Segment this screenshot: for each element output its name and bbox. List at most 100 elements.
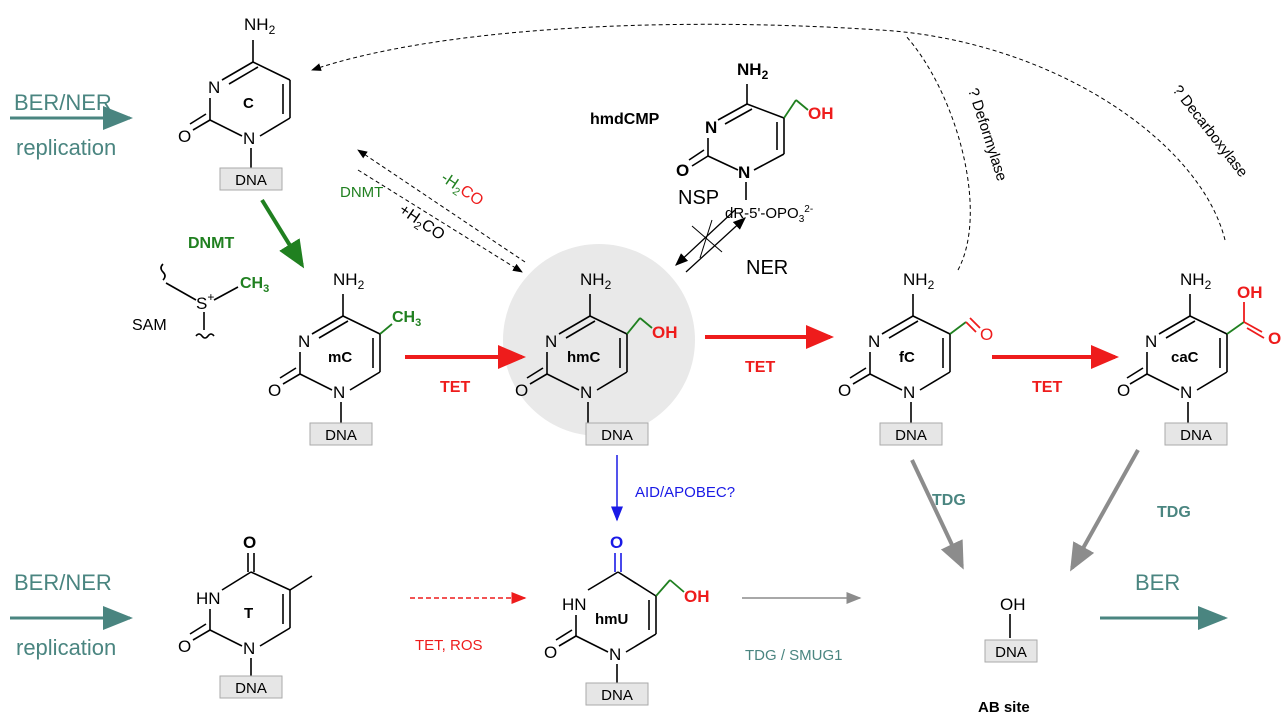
dashed-return-arc	[311, 23, 1226, 241]
ber-ner-bottom-label: BER/NER	[14, 570, 112, 595]
deformylase-label: ? Deformylase	[964, 86, 1010, 183]
nsp-label: NSP	[678, 187, 719, 209]
svg-text:N: N	[868, 332, 880, 351]
svg-text:O: O	[544, 643, 557, 662]
svg-text:N: N	[1145, 332, 1157, 351]
dnmt-arrow	[260, 198, 305, 269]
c-o2: O	[178, 127, 191, 146]
svg-text:DNA: DNA	[601, 427, 633, 444]
tdg-label-2: TDG	[1157, 504, 1191, 521]
svg-text:OH: OH	[684, 587, 710, 606]
svg-text:N: N	[1180, 383, 1192, 402]
ner-label: NER	[746, 257, 788, 279]
aid-apobec-label: AID/APOBEC?	[635, 484, 735, 501]
sam-label: SAM	[132, 317, 167, 334]
hmdcmp-phosphate: dR-5'-OPO32-	[725, 204, 813, 225]
svg-text:O: O	[610, 533, 623, 552]
svg-text:N: N	[333, 383, 345, 402]
tdg-arrow-fc	[910, 459, 964, 570]
ner-arrow	[685, 217, 746, 273]
svg-text:NH2: NH2	[580, 270, 612, 292]
svg-text:NH2: NH2	[333, 270, 365, 292]
replication-bottom-label: replication	[16, 635, 116, 660]
dashed-deformylase-branch	[904, 34, 971, 271]
svg-text:N: N	[580, 383, 592, 402]
svg-text:O: O	[1268, 329, 1281, 348]
tet-ros-label: TET, ROS	[415, 637, 483, 654]
svg-text:O: O	[676, 161, 689, 180]
c-dna: DNA	[235, 172, 267, 189]
hmdcmp-title: hmdCMP	[590, 111, 660, 128]
tdg-label-1: TDG	[932, 492, 966, 509]
formylcytosine-structure: NH2 N O N O fC DNA	[838, 270, 993, 446]
svg-text:DNA: DNA	[601, 687, 633, 704]
svg-text:O: O	[178, 637, 191, 656]
c-nh2: NH2	[244, 15, 276, 37]
svg-text:N: N	[705, 118, 717, 137]
methylcytosine-structure: NH2 N O N CH3 mC DNA	[268, 270, 421, 446]
ab-site-label: AB site	[978, 699, 1030, 716]
svg-text:O: O	[243, 533, 256, 552]
svg-text:DNA: DNA	[1180, 427, 1212, 444]
thymine-structure: O HN O N T DNA	[178, 533, 313, 699]
svg-text:OH: OH	[1237, 283, 1263, 302]
t-label: T	[244, 605, 253, 622]
svg-text:O: O	[838, 381, 851, 400]
svg-text:O: O	[980, 325, 993, 344]
sam-structure: S+ CH3 SAM	[132, 263, 269, 339]
dashed-minus-h2co-arrow	[357, 149, 526, 263]
minus-h2co-label: -H2CO	[436, 169, 486, 212]
ber-right-label: BER	[1135, 570, 1180, 595]
hydroxymethyluracil-structure: O HN O N OH hmU DNA	[544, 533, 710, 706]
plus-h2co-label: +H2CO	[394, 201, 447, 246]
c-n1: N	[243, 129, 255, 148]
nsp-block-mark-1	[691, 225, 723, 253]
svg-text:DNA: DNA	[325, 427, 357, 444]
sam-ch3: CH3	[240, 275, 269, 295]
svg-text:NH2: NH2	[737, 60, 769, 82]
nsp-block-mark-2	[699, 219, 713, 259]
svg-text:OH: OH	[808, 104, 834, 123]
svg-text:O: O	[268, 381, 281, 400]
svg-text:DNA: DNA	[235, 680, 267, 697]
hydroxymethylcytosine-structure: NH2 N O N OH hmC DNA	[515, 270, 678, 446]
svg-text:NH2: NH2	[1180, 270, 1212, 292]
fc-label: fC	[899, 349, 915, 366]
cac-label: caC	[1171, 349, 1199, 366]
ab-site-structure: OH DNA AB site	[978, 595, 1038, 716]
svg-text:N: N	[609, 645, 621, 664]
svg-text:HN: HN	[562, 595, 587, 614]
c-label: C	[243, 95, 254, 112]
svg-text:N: N	[243, 639, 255, 658]
tet-label-2: TET	[745, 359, 775, 376]
svg-text:N: N	[738, 163, 750, 182]
svg-text:DNA: DNA	[995, 644, 1027, 661]
mc-label: mC	[328, 349, 352, 366]
hmc-label: hmC	[567, 349, 601, 366]
svg-text:DNA: DNA	[895, 427, 927, 444]
svg-text:CH3: CH3	[392, 309, 421, 329]
cytosine-structure: NH2 N O N C DNA	[178, 15, 291, 191]
carboxylcytosine-structure: NH2 N O N OH O caC DNA	[1117, 270, 1281, 446]
tdg-smug1-label: TDG / SMUG1	[745, 647, 843, 664]
dnmt-small-label: DNMT	[340, 184, 383, 201]
sam-s: S+	[196, 290, 214, 313]
hmc-highlight-circle	[503, 244, 695, 436]
svg-text:HN: HN	[196, 589, 221, 608]
dnmt-green-label: DNMT	[188, 235, 234, 252]
svg-text:N: N	[545, 332, 557, 351]
svg-text:O: O	[515, 381, 528, 400]
svg-text:N: N	[903, 383, 915, 402]
replication-top-label: replication	[16, 135, 116, 160]
tdg-arrow-cac	[1070, 449, 1140, 572]
svg-text:N: N	[298, 332, 310, 351]
svg-text:NH2: NH2	[903, 270, 935, 292]
c-n3: N	[208, 78, 220, 97]
hmdcmp-structure: hmdCMP NH2 N O N OH dR-5'-OPO32-	[590, 60, 834, 225]
svg-text:OH: OH	[652, 323, 678, 342]
decarboxylase-label: ? Decarboxylase	[1169, 82, 1251, 181]
tet-label-1: TET	[440, 379, 470, 396]
svg-text:O: O	[1117, 381, 1130, 400]
svg-text:OH: OH	[1000, 595, 1026, 614]
